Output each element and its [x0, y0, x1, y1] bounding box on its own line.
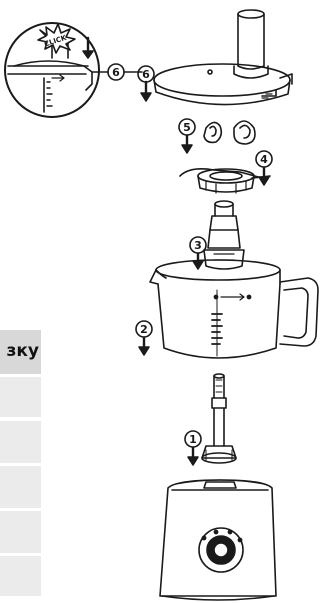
down-arrow-icon — [259, 177, 269, 185]
callout-5: 5 — [183, 121, 191, 134]
down-arrow-icon — [139, 347, 149, 355]
motor-base — [160, 480, 276, 600]
down-arrow-icon — [182, 145, 192, 153]
processor-lid — [154, 10, 292, 105]
disc-holder — [180, 169, 270, 193]
drive-coupler — [202, 374, 236, 463]
down-arrow-icon — [188, 457, 198, 465]
callout-4: 4 — [260, 153, 268, 166]
down-arrow-icon — [83, 51, 93, 58]
processor-bowl — [150, 260, 318, 358]
down-arrow-icon — [141, 93, 151, 101]
down-arrow-icon — [193, 261, 203, 269]
callout-2: 2 — [140, 323, 148, 336]
callout-6: 6 — [142, 68, 150, 81]
callout-3: 3 — [194, 239, 202, 252]
callout-6-detail: 6 — [112, 66, 120, 79]
callout-1: 1 — [189, 433, 197, 446]
chopping-blade-shaft — [204, 201, 244, 269]
slicing-disc-inserts — [204, 121, 255, 144]
